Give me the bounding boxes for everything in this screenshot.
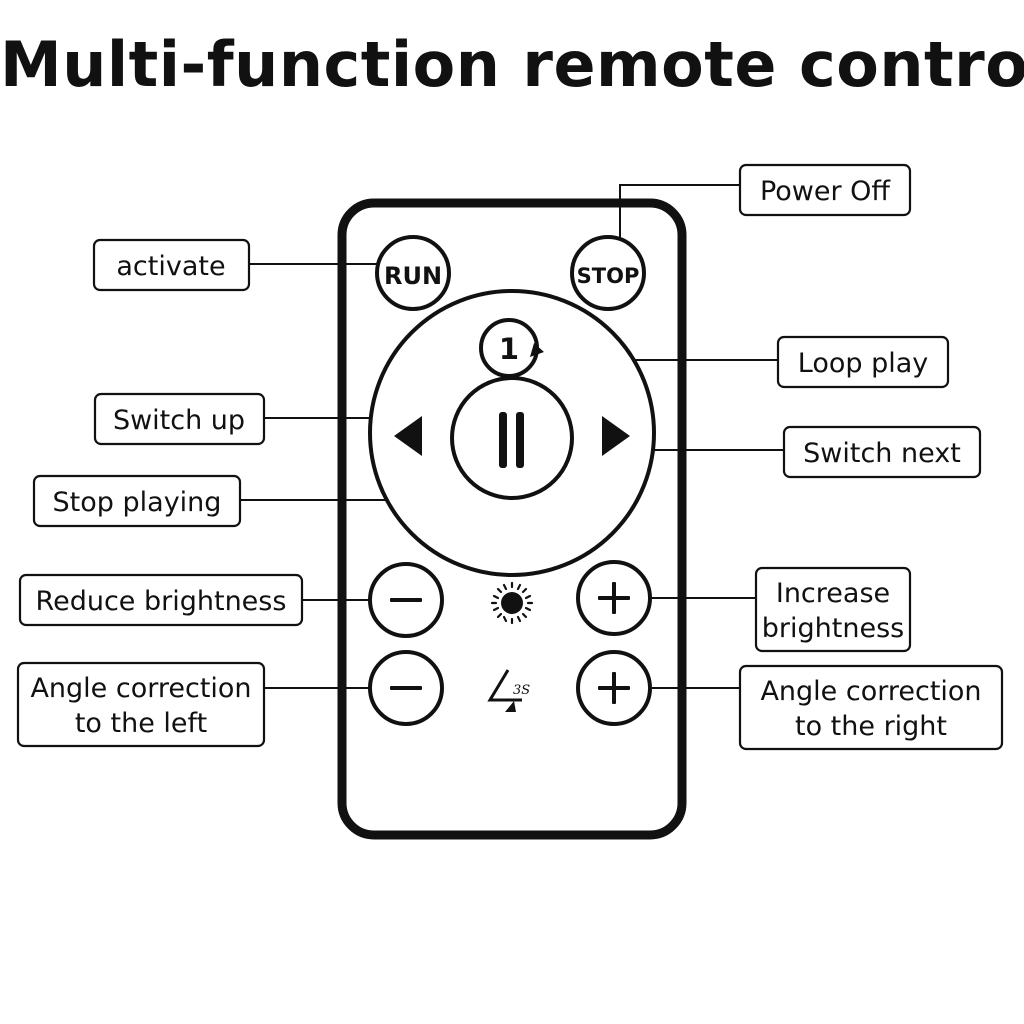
- angle-icon: 3S: [487, 669, 530, 712]
- label-angle-right: Angle correction to the right: [738, 664, 1004, 751]
- callout-line-power-off: [619, 184, 740, 238]
- label-angle-left: Angle correction to the left: [16, 661, 266, 748]
- svg-text:brightness: brightness: [762, 613, 904, 644]
- plus-icon-v: [612, 582, 616, 614]
- pause-icon-bar-left: [499, 412, 507, 468]
- loop-button-label: 1: [499, 332, 519, 366]
- svg-text:Switch up: Switch up: [113, 405, 245, 436]
- svg-text:Power Off: Power Off: [760, 176, 891, 207]
- label-increase-brightness: Increase brightness: [754, 566, 912, 653]
- angle-left-button[interactable]: [368, 650, 444, 726]
- label-stop-playing: Stop playing: [32, 474, 242, 528]
- plus-icon-v: [612, 672, 616, 704]
- label-switch-next: Switch next: [782, 425, 982, 479]
- angle-right-button[interactable]: [576, 650, 652, 726]
- reduce-brightness-button[interactable]: [368, 562, 444, 638]
- label-power-off: Power Off: [738, 163, 912, 217]
- svg-text:Reduce brightness: Reduce brightness: [36, 586, 287, 617]
- sun-icon: [490, 581, 534, 625]
- triangle-left-icon: [394, 416, 422, 456]
- svg-text:Stop playing: Stop playing: [53, 487, 222, 518]
- svg-text:Angle correction: Angle correction: [30, 673, 251, 704]
- svg-text:Loop play: Loop play: [798, 348, 929, 379]
- svg-text:Angle correction: Angle correction: [760, 676, 981, 707]
- angle-symbol-text: 3S: [513, 683, 530, 698]
- minus-icon: [390, 598, 422, 602]
- svg-text:to the right: to the right: [795, 711, 947, 742]
- switch-up-button[interactable]: [384, 408, 430, 464]
- pause-button[interactable]: [450, 376, 574, 500]
- minus-icon: [390, 686, 422, 690]
- svg-text:Increase: Increase: [776, 578, 890, 609]
- triangle-right-icon: [602, 416, 630, 456]
- loop-play-button[interactable]: 1: [479, 318, 544, 378]
- label-switch-up: Switch up: [93, 392, 266, 446]
- pause-icon-bar-right: [516, 412, 524, 468]
- switch-next-button[interactable]: [594, 408, 640, 464]
- increase-brightness-button[interactable]: [576, 560, 652, 636]
- label-loop-play: Loop play: [776, 335, 950, 389]
- svg-text:Switch next: Switch next: [803, 438, 961, 469]
- run-button-label: RUN: [384, 262, 442, 290]
- label-activate: activate: [92, 238, 251, 292]
- loop-arrow-icon: [530, 343, 544, 357]
- label-reduce-brightness: Reduce brightness: [18, 573, 304, 627]
- page-title: Multi-function remote control: [0, 28, 1024, 101]
- run-button[interactable]: RUN: [375, 235, 451, 311]
- stop-button-label: STOP: [577, 264, 640, 288]
- svg-text:activate: activate: [116, 251, 225, 282]
- stop-button[interactable]: STOP: [570, 235, 646, 311]
- svg-text:to the left: to the left: [75, 708, 207, 739]
